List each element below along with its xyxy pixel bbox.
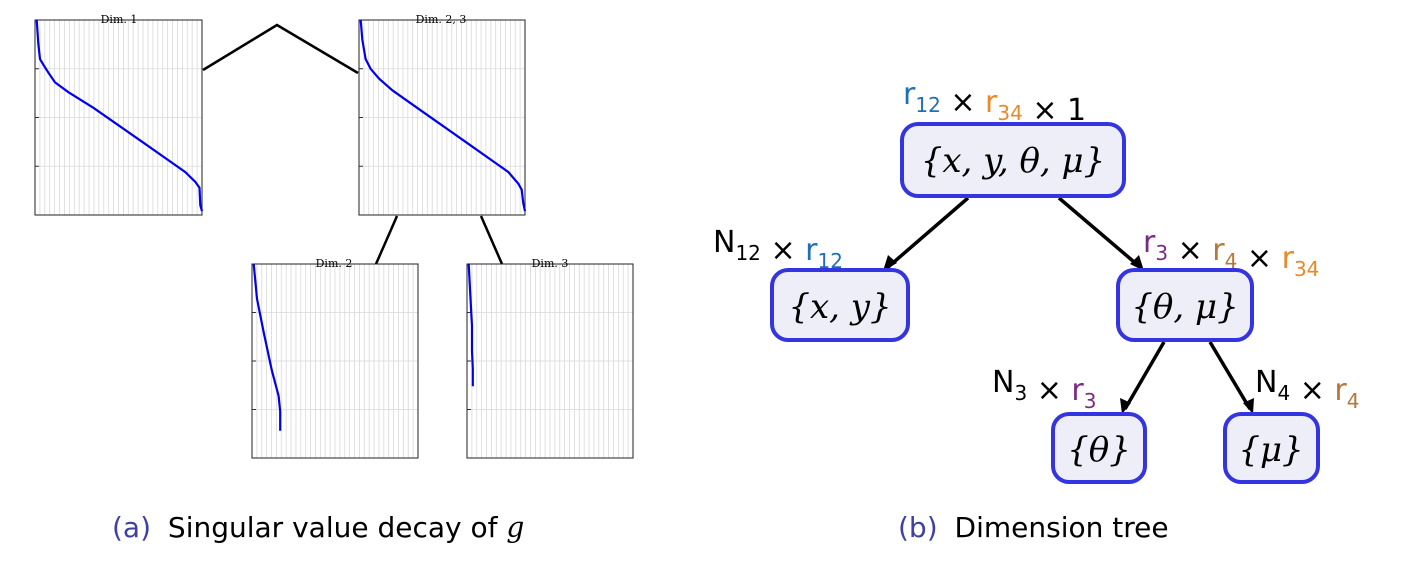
rank-label-subscript: 12 <box>735 241 760 265</box>
singular-value-curve <box>359 19 527 212</box>
caption-a: (a) Singular value decay of g <box>112 511 524 544</box>
node-root <box>900 122 1126 198</box>
arrowhead-thetamu <box>1130 255 1144 271</box>
rank-label-part: r <box>1071 373 1084 408</box>
rank-label-part: r <box>1282 241 1295 276</box>
rank-label-subscript: 3 <box>1155 241 1168 265</box>
rank-label-subscript: 34 <box>1294 257 1319 281</box>
rank-label-part: × 1 <box>1023 93 1086 128</box>
plot-dim-1 <box>34 19 204 216</box>
rank-label-part: r <box>1212 233 1225 268</box>
rank-label-part: × <box>1290 373 1334 408</box>
rank-label-part: × <box>1237 241 1281 276</box>
tree-edges <box>885 196 1252 410</box>
plot-title-dim-1: Dim. 1 <box>101 13 138 26</box>
arrowhead-theta <box>1120 398 1131 414</box>
plot-dim-2 <box>251 263 419 459</box>
node-mu-label: {μ} <box>1238 430 1303 470</box>
rank-label-part: × <box>1027 373 1071 408</box>
plot-dim-2-3 <box>358 19 527 216</box>
node-root-label: {x, y, θ, μ} <box>921 141 1106 181</box>
node-mu <box>1223 412 1320 484</box>
rank-label-part: r <box>985 85 998 120</box>
plot-dim-3 <box>466 263 634 459</box>
plot-title-dim-2-3: Dim. 2, 3 <box>416 13 467 26</box>
rank-label-part: N <box>1255 365 1277 400</box>
rank-label-subscript: 4 <box>1347 389 1360 413</box>
rank-label-part: r <box>1143 225 1156 260</box>
caption-b-text: Dimension tree <box>955 511 1169 544</box>
tree-arrowheads <box>883 255 1254 414</box>
node-xy <box>770 268 910 342</box>
edge-thetamu-mu <box>1208 341 1252 410</box>
edge-root-xy <box>885 196 970 270</box>
rank-label-part: N <box>713 225 735 260</box>
rank-label-subscript: 12 <box>817 249 842 273</box>
rank-label-subscript: 3 <box>1084 389 1097 413</box>
label-theta-ranks: N3 × r3 <box>992 365 1096 413</box>
label-xy-ranks: N12 × r12 <box>713 225 843 273</box>
singular-value-curve <box>467 263 474 387</box>
rank-label-subscript: 3 <box>1014 381 1027 405</box>
singular-value-curve <box>35 19 204 212</box>
label-mu-ranks: N4 × r4 <box>1255 365 1359 413</box>
plot-title-dim-2: Dim. 2 <box>316 257 353 270</box>
arrowhead-mu <box>1243 398 1254 414</box>
caption-a-label: (a) <box>112 511 151 544</box>
rank-label-subscript: 12 <box>915 93 940 117</box>
rank-label-subscript: 4 <box>1225 249 1238 273</box>
plot-title-dim-3: Dim. 3 <box>532 257 569 270</box>
plot-frame <box>251 263 419 459</box>
connector-right <box>479 215 504 265</box>
rank-label-subscript: 4 <box>1277 381 1290 405</box>
rank-label-part: × <box>941 85 985 120</box>
rank-label-part: r <box>1334 373 1347 408</box>
caption-b: (b) Dimension tree <box>898 511 1169 544</box>
node-xy-label: {x, y} <box>788 287 891 327</box>
caption-a-text: Singular value decay of <box>168 511 506 544</box>
edge-root-thetamu <box>1057 196 1142 269</box>
connector-top <box>202 23 359 75</box>
singular-value-curve <box>252 263 282 431</box>
rank-label-part: r <box>903 77 916 112</box>
node-thetamu-label: {θ, μ} <box>1131 287 1238 327</box>
left-tree-connectors <box>202 23 504 265</box>
caption-b-label: (b) <box>898 511 938 544</box>
rank-label-part: × <box>761 233 805 268</box>
plot-frame <box>358 19 526 216</box>
edge-thetamu-theta <box>1123 341 1166 410</box>
node-theta <box>1051 412 1147 484</box>
rank-label-subscript: 34 <box>997 101 1022 125</box>
node-theta-label: {θ} <box>1067 430 1131 470</box>
node-thetamu <box>1116 268 1254 342</box>
label-root-ranks: r12 × r34 × 1 <box>903 77 1086 128</box>
connector-left <box>374 215 399 265</box>
arrowhead-xy <box>883 255 897 271</box>
rank-label-part: × <box>1168 233 1212 268</box>
rank-label-part: N <box>992 365 1014 400</box>
plot-frame <box>466 263 634 459</box>
label-thetamu-ranks: r3 × r4 × r34 <box>1143 225 1319 281</box>
plot-frame <box>34 19 203 216</box>
rank-label-part: r <box>805 233 818 268</box>
caption-a-var: g <box>506 511 524 544</box>
